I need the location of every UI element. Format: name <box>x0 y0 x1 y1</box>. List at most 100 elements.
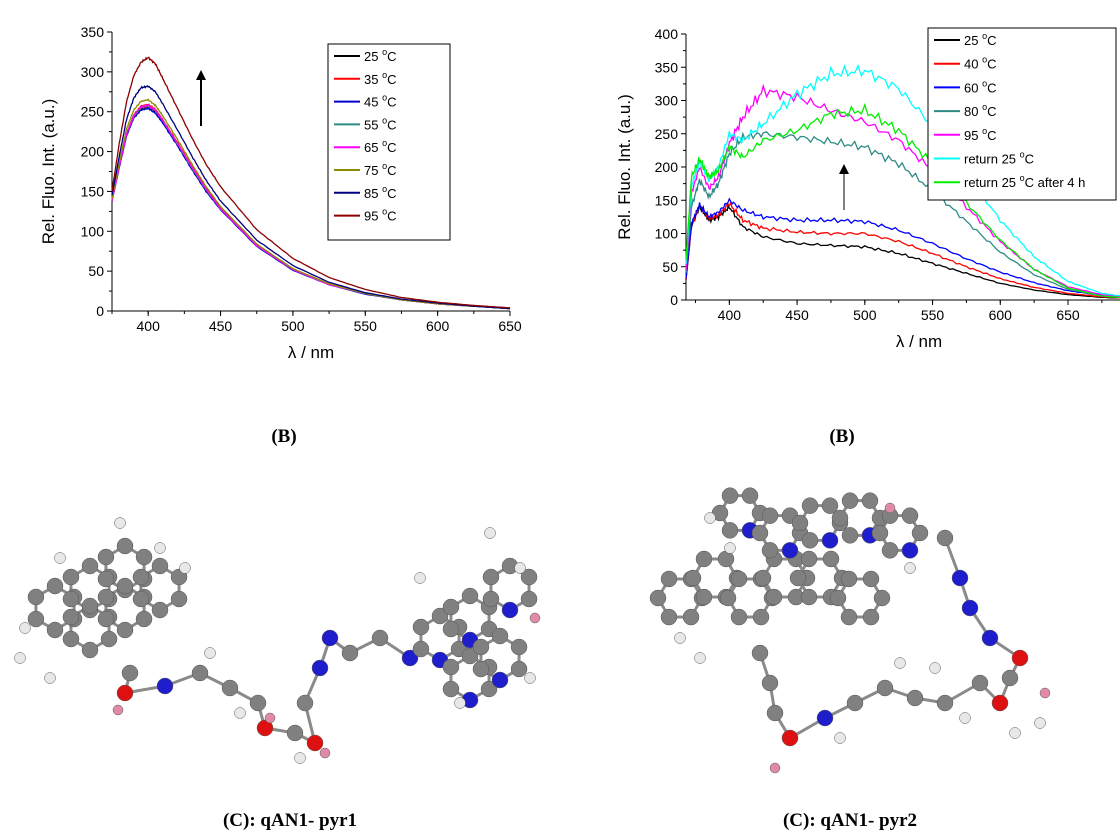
hydrogen-atom <box>114 517 126 529</box>
carbon-atom <box>472 660 490 678</box>
carbon-atom <box>660 570 678 588</box>
y-tick-label: 250 <box>81 104 105 120</box>
carbon-atom <box>461 587 479 605</box>
legend-entry-4: 65 oC <box>364 138 396 155</box>
x-tick-label: 500 <box>853 307 877 323</box>
carbon-atom <box>901 507 919 524</box>
carbon-atom <box>472 638 490 656</box>
carbon-atom <box>862 608 880 626</box>
x-tick-label: 450 <box>209 318 233 334</box>
carbon-atom <box>412 618 430 636</box>
carbon-atom <box>831 509 849 527</box>
legend-entry-3: 80 oC <box>964 102 996 119</box>
carbon-atom <box>371 629 389 647</box>
carbon-atom <box>135 610 153 628</box>
carbon-atom <box>911 524 929 542</box>
carbon-atom <box>846 694 864 712</box>
oxygen-atom <box>781 729 799 747</box>
carbon-atom <box>862 570 880 588</box>
hydrogen-atom <box>204 647 216 659</box>
series-line-1 <box>685 200 1120 299</box>
polar-hydrogen-atom <box>319 747 331 759</box>
oxygen-atom <box>991 694 1009 712</box>
hydrogen-atom <box>54 552 66 564</box>
molecule-qan1-pyr1-model <box>14 517 541 764</box>
x-tick-label: 400 <box>718 307 742 323</box>
legend-entry-3: 55 oC <box>364 115 396 132</box>
hydrogen-atom <box>154 542 166 554</box>
molecule-qan1-pyr2-model <box>649 487 1051 774</box>
polar-hydrogen-atom <box>1039 687 1051 699</box>
y-tick-label: 50 <box>88 263 104 279</box>
carbon-atom <box>682 608 700 626</box>
carbon-atom <box>81 557 99 575</box>
legend-entry-0: 25 oC <box>964 31 996 48</box>
carbon-atom <box>751 524 769 542</box>
carbon-atom <box>510 660 528 678</box>
hydrogen-atom <box>454 697 466 709</box>
hydrogen-atom <box>44 672 56 684</box>
nitrogen-atom <box>816 709 834 727</box>
hydrogen-atom <box>19 622 31 634</box>
legend-box <box>327 43 451 241</box>
polar-hydrogen-atom <box>884 502 896 514</box>
carbon-atom <box>801 532 819 549</box>
carbon-atom <box>62 568 80 586</box>
x-tick-label: 450 <box>785 307 809 323</box>
carbon-atom <box>695 550 713 568</box>
legend-entry-7: 95 oC <box>364 207 396 224</box>
hydrogen-atom <box>929 662 941 674</box>
carbon-atom <box>906 689 924 707</box>
carbon-atom <box>442 658 460 676</box>
hydrogen-atom <box>834 732 846 744</box>
hydrogen-atom <box>694 652 706 664</box>
carbon-atom <box>482 590 500 608</box>
x-tick-label: 550 <box>354 318 378 334</box>
carbon-atom <box>936 529 954 547</box>
x-tick-label: 500 <box>281 318 305 334</box>
carbon-atom <box>719 589 737 607</box>
y-tick-label: 350 <box>655 59 679 75</box>
hydrogen-atom <box>1009 727 1021 739</box>
legend-entry-6: 85 oC <box>364 184 396 201</box>
oxygen-atom <box>1011 649 1029 667</box>
hydrogen-atom <box>294 752 306 764</box>
oxygen-atom <box>256 719 274 737</box>
carbon-atom <box>116 621 134 639</box>
carbon-atom <box>841 527 859 544</box>
carbon-atom <box>936 694 954 712</box>
carbon-atom <box>766 704 784 722</box>
carbon-atom <box>431 607 449 625</box>
legend-entry-1: 35 oC <box>364 70 396 87</box>
x-tick-label: 650 <box>1056 307 1080 323</box>
carbon-atom <box>684 569 702 587</box>
polar-hydrogen-atom <box>112 704 124 716</box>
hydrogen-atom <box>704 512 716 524</box>
carbon-atom <box>412 640 430 658</box>
y-tick-label: 150 <box>655 192 679 208</box>
carbon-atom <box>761 507 779 524</box>
hydrogen-atom <box>959 712 971 724</box>
carbon-atom <box>151 601 169 619</box>
carbon-atom <box>721 522 739 539</box>
legend-entry-5: return 25 oC <box>964 150 1034 167</box>
carbon-atom <box>800 550 818 568</box>
carbon-atom <box>97 610 115 628</box>
carbon-atom <box>249 694 267 712</box>
hydrogen-atom <box>514 562 526 574</box>
carbon-atom <box>765 588 783 606</box>
legend-entry-6: return 25 oC after 4 h <box>964 173 1085 190</box>
carbon-atom <box>752 608 770 626</box>
polar-hydrogen-atom <box>529 612 541 624</box>
series-line-4 <box>685 83 1120 298</box>
carbon-atom <box>100 630 118 648</box>
carbon-atom <box>861 492 879 509</box>
hydrogen-atom <box>1034 717 1046 729</box>
nitrogen-atom <box>901 542 919 559</box>
nitrogen-atom <box>781 542 799 559</box>
x-tick-label: 650 <box>498 318 522 334</box>
nitrogen-atom <box>821 532 839 549</box>
carbon-atom <box>876 679 894 697</box>
nitrogen-atom <box>321 629 339 647</box>
